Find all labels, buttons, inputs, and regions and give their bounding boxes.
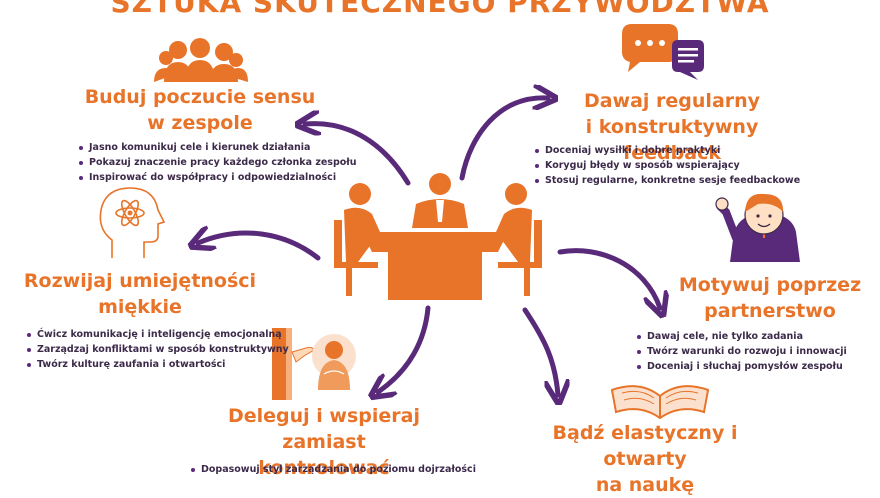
heading-motivate-line1: Motywuj poprzez <box>678 274 862 296</box>
helping-hand-icon <box>272 328 356 400</box>
points-sens: Jasno komunikuj cele i kierunek działani… <box>78 140 357 185</box>
page-title: SZTUKA SKUTECZNEGO PRZYWÓDZTWA <box>110 0 770 19</box>
points-motivate: Dawaj cele, nie tylko zadania Twórz waru… <box>636 329 847 374</box>
heading-sens-line1: Buduj poczucie sensu <box>84 86 316 108</box>
arrow-to-sens <box>305 124 411 186</box>
heading-flexible: Bądź elastyczny i otwarty na naukę <box>510 420 780 498</box>
heading-sens-line2: w zespole <box>147 112 253 134</box>
points-feedback: Doceniaj wysiłki i dobre praktyki Korygu… <box>534 143 800 188</box>
heading-delegate: Deleguj i wspieraj zamiast kontrolować <box>186 403 462 481</box>
meeting-table-icon <box>334 173 542 300</box>
head-atom-icon <box>99 187 166 258</box>
list-item: Doceniaj wysiłki i dobre praktyki <box>534 143 800 158</box>
heading-feedback-line2: i konstruktywny feedback <box>585 116 759 164</box>
heading-delegate-line2: kontrolować <box>258 457 390 479</box>
heading-soft-line2: miękkie <box>98 296 182 318</box>
list-item: Jasno komunikuj cele i kierunek działani… <box>78 140 357 155</box>
heading-feedback-line1: Dawaj regularny <box>583 90 761 112</box>
arrow-to-soft <box>198 233 321 261</box>
arrow-to-motivate <box>557 248 660 308</box>
heading-flexible-line2: na naukę <box>595 474 695 496</box>
cheering-person-icon <box>715 193 800 262</box>
list-item: Doceniaj i słuchaj pomysłów zespołu <box>636 359 847 374</box>
list-item: Twórz kulturę zaufania i otwartości <box>26 357 289 372</box>
heading-delegate-line1: Deleguj i wspieraj zamiast <box>227 405 420 453</box>
list-item: Pokazuj znaczenie pracy każdego członka … <box>78 155 357 170</box>
list-item: Dopasowuj styl zarządzania do poziomu do… <box>190 462 476 477</box>
heading-motivate: Motywuj poprzez partnerstwo <box>670 272 870 324</box>
list-item: Ćwicz komunikację i inteligencję emocjon… <box>26 327 289 342</box>
points-soft: Ćwicz komunikację i inteligencję emocjon… <box>26 327 289 372</box>
chat-bubbles-icon <box>622 24 704 80</box>
heading-soft-line1: Rozwijaj umiejętności <box>23 270 257 292</box>
arrow-to-feedback <box>459 98 548 181</box>
heading-flexible-line1: Bądź elastyczny i otwarty <box>552 422 738 470</box>
list-item: Twórz warunki do rozwoju i innowacji <box>636 344 847 359</box>
heading-soft: Rozwijaj umiejętności miękkie <box>20 268 260 320</box>
arrow-to-delegate <box>378 305 431 392</box>
arrow-to-flexible <box>522 307 558 395</box>
team-people-icon <box>154 38 248 82</box>
list-item: Dawaj cele, nie tylko zadania <box>636 329 847 344</box>
arrows-layer <box>0 0 880 480</box>
open-book-icon <box>610 385 710 420</box>
heading-feedback: Dawaj regularny i konstruktywny feedback <box>542 88 802 166</box>
heading-motivate-line2: partnerstwo <box>704 300 836 322</box>
points-delegate: Dopasowuj styl zarządzania do poziomu do… <box>190 462 476 477</box>
list-item: Inspirować do współpracy i odpowiedzialn… <box>78 170 357 185</box>
list-item: Koryguj błędy w sposób wspierający <box>534 158 800 173</box>
list-item: Stosuj regularne, konkretne sesje feedba… <box>534 173 800 188</box>
heading-sens: Buduj poczucie sensu w zespole <box>80 84 320 136</box>
list-item: Zarządzaj konfliktami w sposób konstrukt… <box>26 342 289 357</box>
